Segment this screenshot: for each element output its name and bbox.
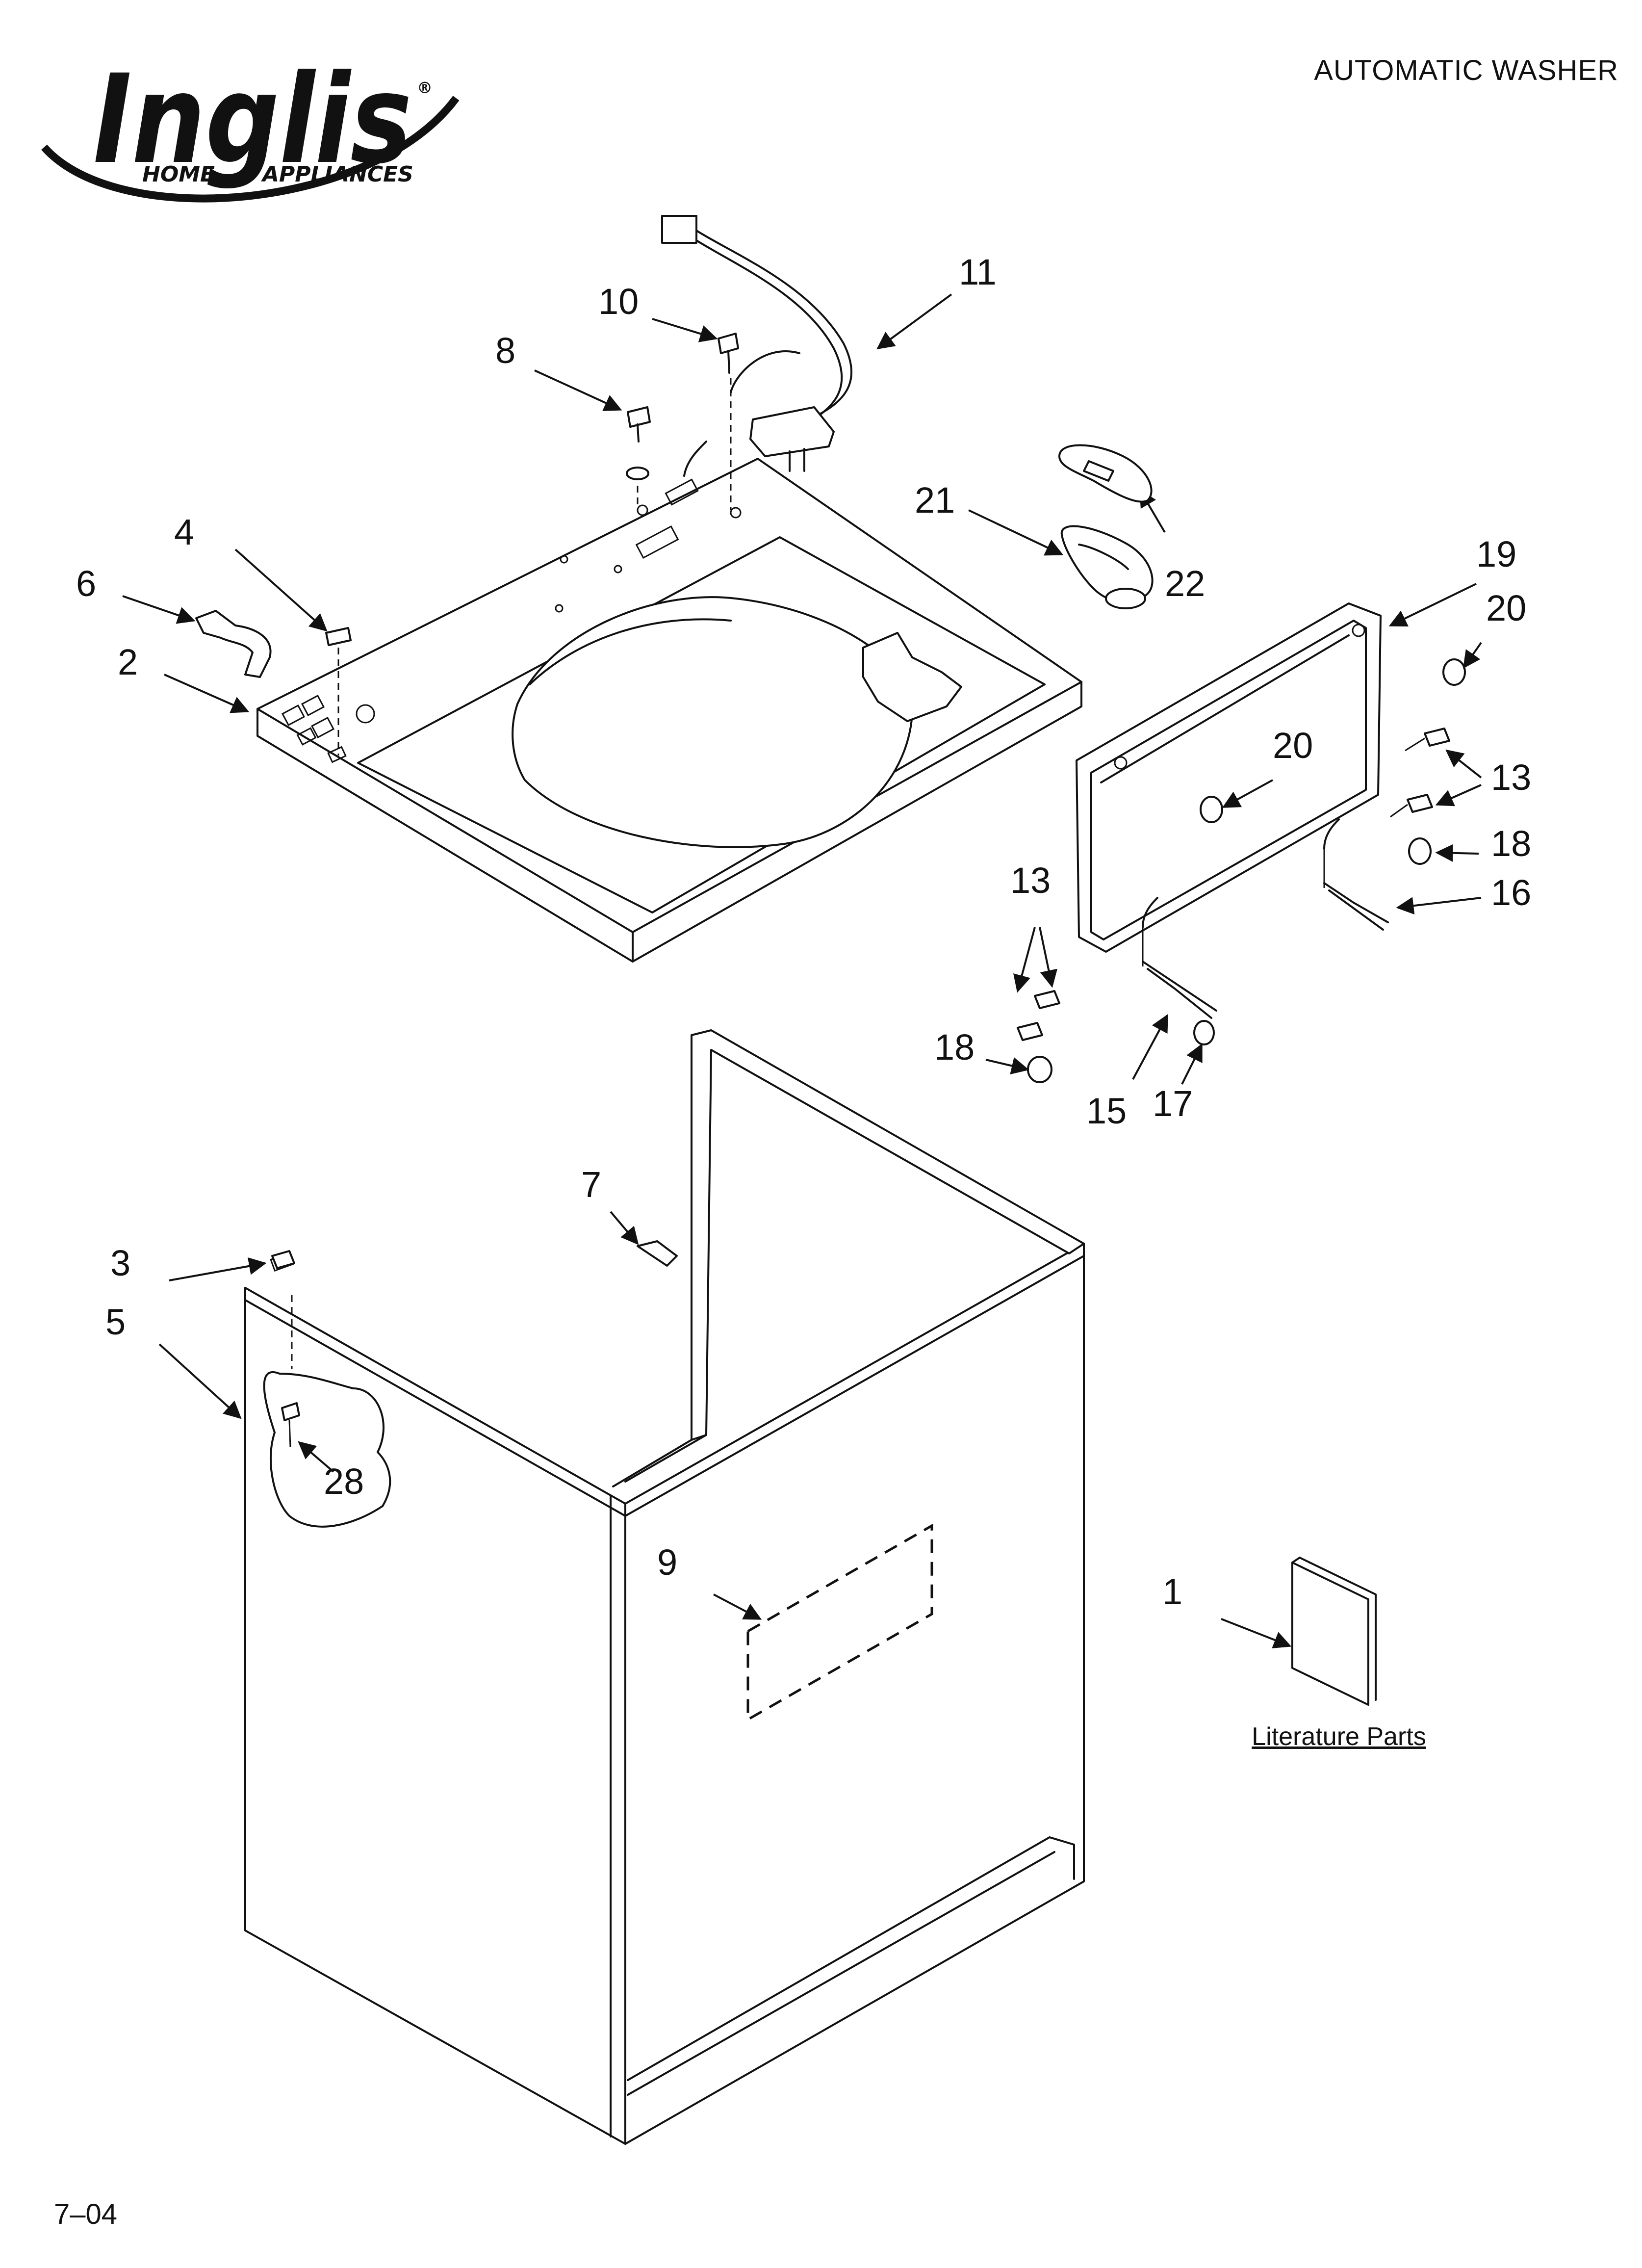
callout-20-right: 20 [1486,588,1526,628]
callout-numbers: 1 2 3 4 5 6 7 8 9 10 11 13 13 15 16 17 1… [76,252,1531,1612]
revision-code: 7–04 [54,2198,118,2230]
inglis-logo: Inglis ® HOME APPLIANCES [41,48,460,203]
callout-5: 5 [105,1302,126,1342]
callout-3: 3 [110,1243,130,1283]
callout-19: 19 [1476,534,1516,574]
callout-28: 28 [324,1461,364,1502]
lid-fasteners [1017,658,1466,1083]
callout-18-left: 18 [934,1027,975,1068]
callout-21: 21 [915,480,955,521]
callout-6: 6 [76,563,96,604]
callout-8: 8 [495,330,515,371]
callout-4: 4 [174,512,194,552]
callout-1: 1 [1162,1571,1182,1612]
callout-18-right: 18 [1491,823,1531,864]
callout-10: 10 [598,281,639,322]
logo-tagline-home: HOME [142,162,215,187]
callout-9: 9 [657,1542,677,1583]
logo-wordmark: Inglis [93,48,412,191]
literature-booklet-icon [1291,1557,1377,1706]
callout-15: 15 [1086,1091,1127,1131]
page-title: AUTOMATIC WASHER [1314,54,1618,86]
clip-6-icon [195,610,272,678]
clip-4-icon [325,627,352,763]
top-panel [257,458,1082,963]
bleach-dispenser-icon [1058,444,1154,609]
callout-13-right: 13 [1491,757,1531,798]
screw-8-icon [626,406,651,510]
callout-leaders [122,293,1482,1648]
callout-13-left: 13 [1010,860,1051,901]
callout-16: 16 [1491,872,1531,913]
callout-2: 2 [118,642,138,682]
callout-11: 11 [959,252,997,292]
screw-10-icon [718,333,739,510]
registered-mark: ® [417,78,433,97]
callout-20-left: 20 [1273,725,1313,766]
lid-switch-harness-icon [661,215,853,477]
logo-tagline-appliances: APPLIANCES [261,162,413,187]
lid-assembly [1076,602,1389,1019]
callout-17: 17 [1153,1083,1193,1124]
callout-22: 22 [1165,563,1205,604]
cabinet [244,1029,1085,2145]
callout-7: 7 [581,1164,601,1205]
literature-parts-label: Literature Parts [1252,1722,1426,1751]
